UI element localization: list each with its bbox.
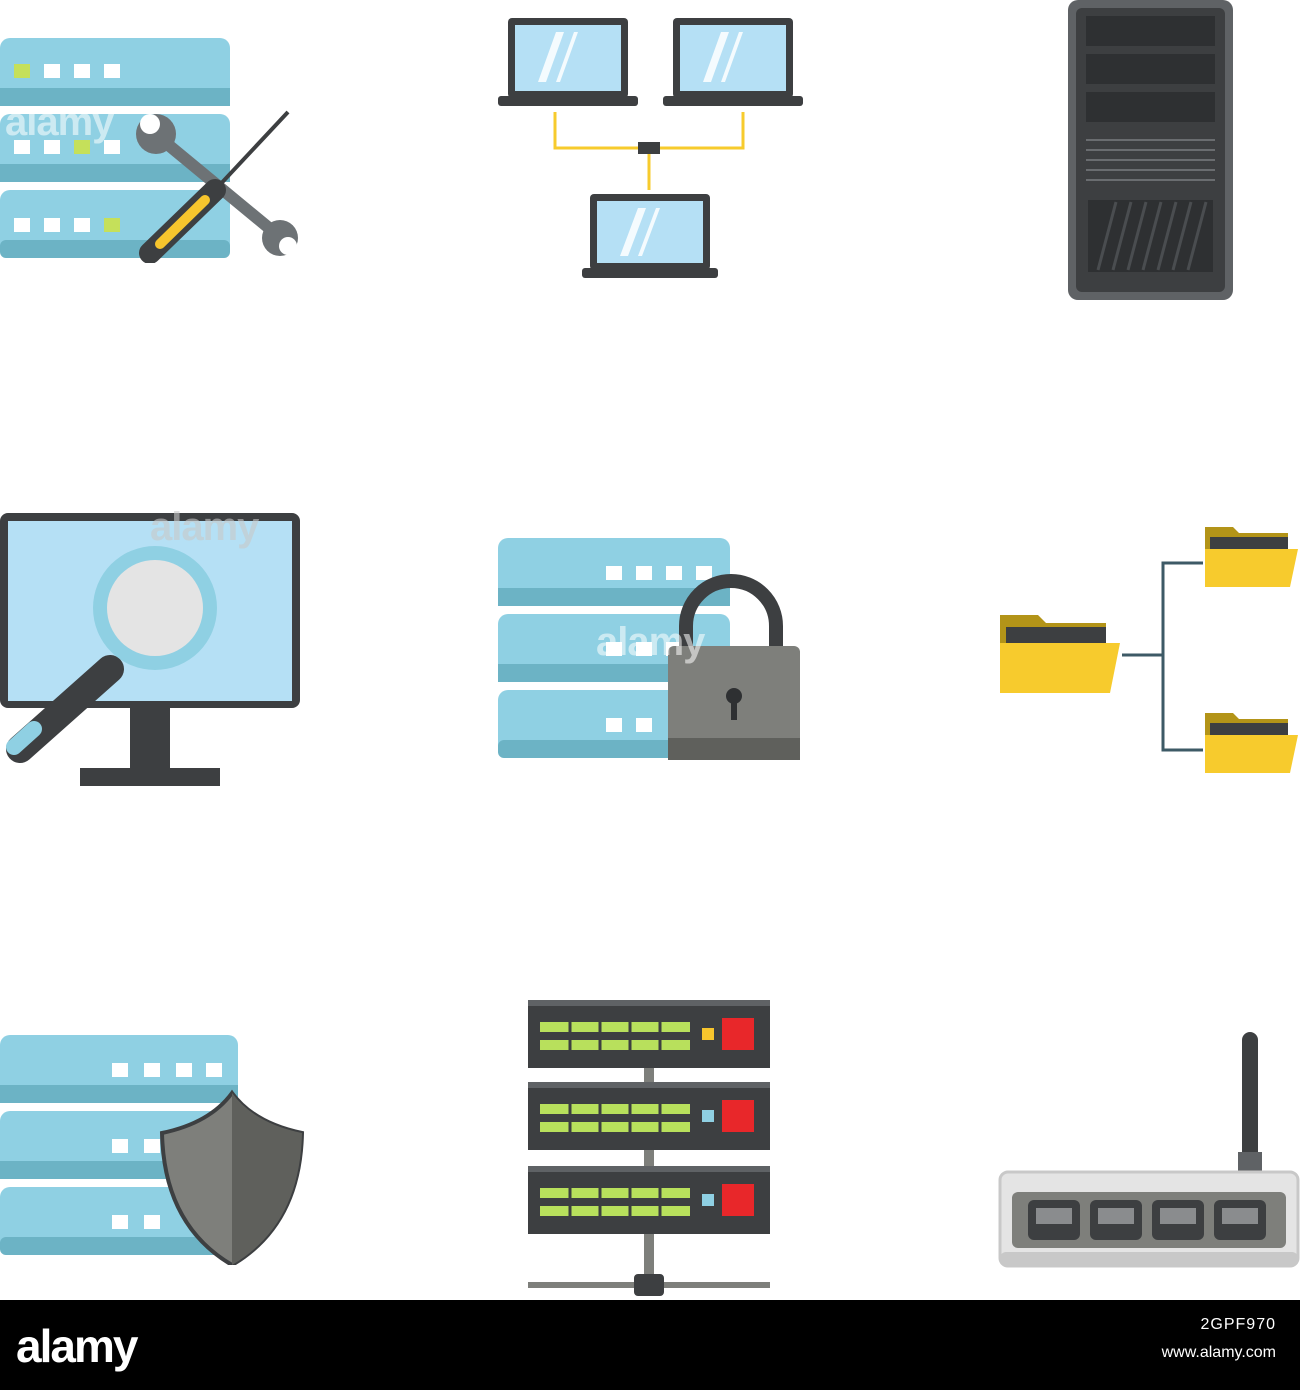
monitor-search-icon: [0, 513, 300, 788]
server-lock-icon: [498, 538, 803, 763]
alamy-logo: alamy: [16, 1318, 138, 1374]
footer-meta: 2GPF970 www.alamy.com: [1162, 1316, 1276, 1362]
server-tower-icon: [1068, 0, 1233, 300]
logo-text: alamy: [16, 1320, 138, 1372]
image-id: 2GPF970: [1200, 1316, 1276, 1333]
server-shield-icon: [0, 1035, 305, 1265]
wifi-router-icon: [998, 1032, 1300, 1270]
folder-tree-icon: [998, 525, 1300, 775]
laptop-network-icon: [498, 18, 803, 283]
server-rack-icon: [528, 1000, 773, 1300]
footer-bar: alamy 2GPF970 www.alamy.com: [0, 1300, 1300, 1390]
server-maintenance-icon: [0, 38, 300, 263]
site-url: www.alamy.com: [1161, 1344, 1276, 1361]
